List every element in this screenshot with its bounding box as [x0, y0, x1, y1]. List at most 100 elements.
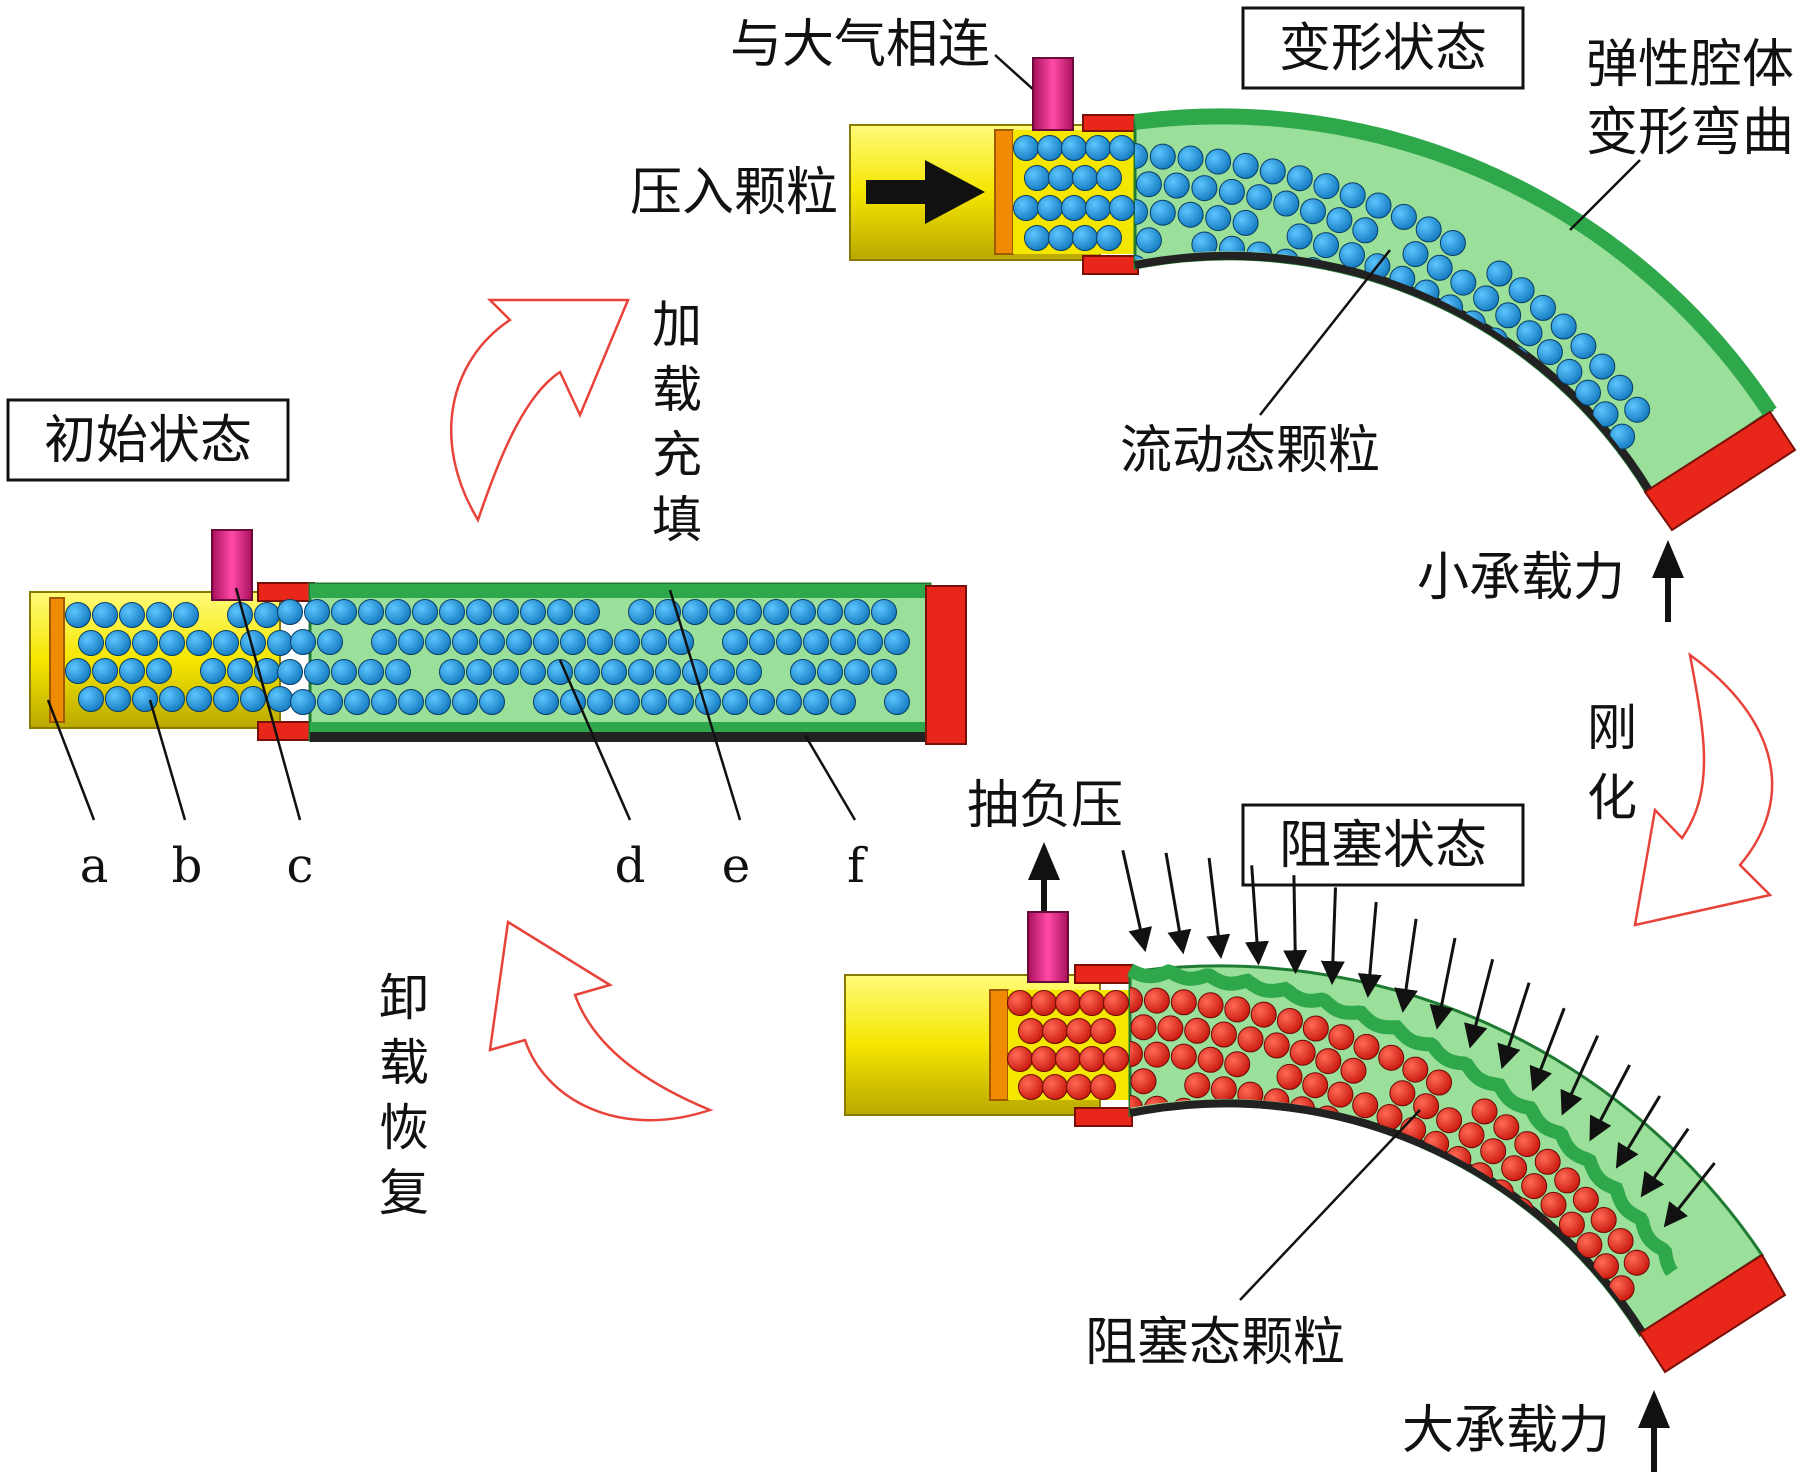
pressure-arrow — [1615, 1095, 1662, 1169]
flowing-particle — [1163, 172, 1190, 199]
jammed-particle — [1558, 1211, 1585, 1238]
flowing-particle — [574, 599, 600, 625]
jammed-particle — [1143, 1041, 1170, 1068]
flowing-particle — [317, 689, 343, 715]
load-fill-arrow — [449, 298, 630, 523]
jammed-particle — [1007, 990, 1033, 1016]
flowing-particle — [1096, 165, 1122, 191]
flowing-particle — [105, 630, 131, 656]
flowing-leader — [1259, 249, 1391, 416]
jammed-particle — [1263, 1032, 1290, 1059]
stiffen-char-1: 刚 — [1587, 699, 1637, 757]
jammed-particles-label: 阻塞态颗粒 — [1085, 1313, 1345, 1373]
jammed-particle — [1250, 1001, 1277, 1028]
flowing-particle — [1352, 217, 1379, 244]
flowing-particle — [1513, 437, 1540, 464]
jammed-particle — [1276, 1120, 1302, 1147]
jammed-particle — [1157, 1015, 1184, 1042]
flowing-particle — [344, 689, 370, 715]
flowing-particle — [1205, 205, 1232, 232]
jammed-particle — [1540, 1191, 1567, 1218]
jammed-particle — [1210, 1076, 1237, 1103]
flowing-particle — [1013, 195, 1039, 221]
flowing-particle — [790, 599, 816, 625]
jammed-particle — [1090, 1018, 1116, 1044]
flowing-particle — [1037, 135, 1063, 161]
flowing-particle — [1313, 232, 1339, 259]
jammed-particle — [1474, 1203, 1501, 1230]
flowing-particle — [871, 599, 897, 625]
jammed-connector-bottom — [1074, 1107, 1133, 1127]
jammed-particle — [1521, 1173, 1548, 1200]
flowing-particle — [587, 689, 613, 715]
flowing-particle — [682, 599, 708, 625]
flowing-particle — [1376, 290, 1403, 317]
flowing-particle — [1570, 333, 1597, 360]
flowing-particle — [1205, 261, 1232, 288]
flowing-particle — [1454, 378, 1481, 404]
elastic-leader — [1569, 159, 1641, 231]
jammed-particle — [1590, 1207, 1617, 1233]
flowing-particle — [466, 659, 492, 685]
atmosphere-label: 与大气相连 — [730, 15, 990, 75]
flowing-particle — [1486, 260, 1513, 287]
deformed-inextensible-layer — [1134, 251, 1654, 495]
small-load-label: 小承载力 — [1417, 548, 1625, 608]
flowing-particle — [1528, 411, 1555, 437]
initial-state-group: 初始状态 a b c d e f — [6, 398, 967, 894]
flowing-particle — [1096, 225, 1122, 251]
jammed-particle — [1018, 1018, 1044, 1044]
jammed-particle — [1224, 1051, 1251, 1078]
jammed-particle — [1079, 990, 1105, 1016]
flowing-particle — [1530, 294, 1556, 321]
jammed-particle — [1055, 990, 1081, 1016]
flowing-particle — [119, 602, 145, 628]
flowing-particle — [317, 629, 343, 655]
flowing-particle — [520, 659, 546, 685]
flowing-particle — [240, 686, 266, 712]
jammed-particle — [1563, 1304, 1590, 1330]
press-in-label: 压入颗粒 — [630, 163, 838, 223]
flowing-particle — [547, 659, 573, 685]
flowing-particle — [65, 658, 91, 684]
jammed-particle — [1378, 1044, 1405, 1071]
flowing-particle — [1589, 353, 1616, 380]
jammed-particle — [1426, 1069, 1452, 1096]
pressure-arrow — [1497, 982, 1531, 1070]
flowing-particle — [803, 629, 829, 655]
jammed-particle — [1593, 1253, 1619, 1280]
jammed-particle — [1301, 1129, 1328, 1156]
jammed-particle — [1413, 1093, 1440, 1120]
flowing-particle — [1135, 171, 1162, 198]
jammed-particle — [1501, 1155, 1528, 1182]
flowing-particle — [1400, 304, 1427, 331]
jammed-particle — [1184, 1072, 1211, 1099]
jammed-particle — [1554, 1167, 1581, 1194]
flowing-particle — [533, 689, 559, 715]
flowing-particle — [1232, 267, 1259, 294]
pressure-arrow — [1589, 1064, 1631, 1142]
jammed-particle — [1410, 1154, 1437, 1181]
flowing-particle — [1061, 195, 1087, 221]
flowing-particle — [452, 629, 478, 655]
pressure-arrow — [1320, 887, 1345, 986]
pressure-arrow — [1394, 918, 1418, 1013]
flowing-particle — [92, 602, 118, 628]
flowing-particle — [146, 602, 172, 628]
flowing-particle — [159, 630, 185, 656]
flowing-particle — [628, 599, 654, 625]
jammed-particle — [1576, 1232, 1603, 1259]
part-label-c: c — [287, 838, 314, 894]
flowing-particle — [1072, 225, 1098, 251]
flowing-particle — [1109, 195, 1135, 221]
flowing-particle — [776, 689, 802, 715]
deformed-atmosphere-port — [1032, 57, 1074, 131]
jammed-particle — [1315, 1048, 1342, 1075]
flowing-particle — [290, 629, 316, 655]
flowing-particle — [398, 629, 424, 655]
flowing-particle — [1048, 225, 1074, 251]
jammed-particle — [1327, 1081, 1354, 1108]
flowing-particle — [240, 630, 266, 656]
flowing-particle — [587, 629, 613, 655]
jammed-particle — [1103, 990, 1129, 1016]
